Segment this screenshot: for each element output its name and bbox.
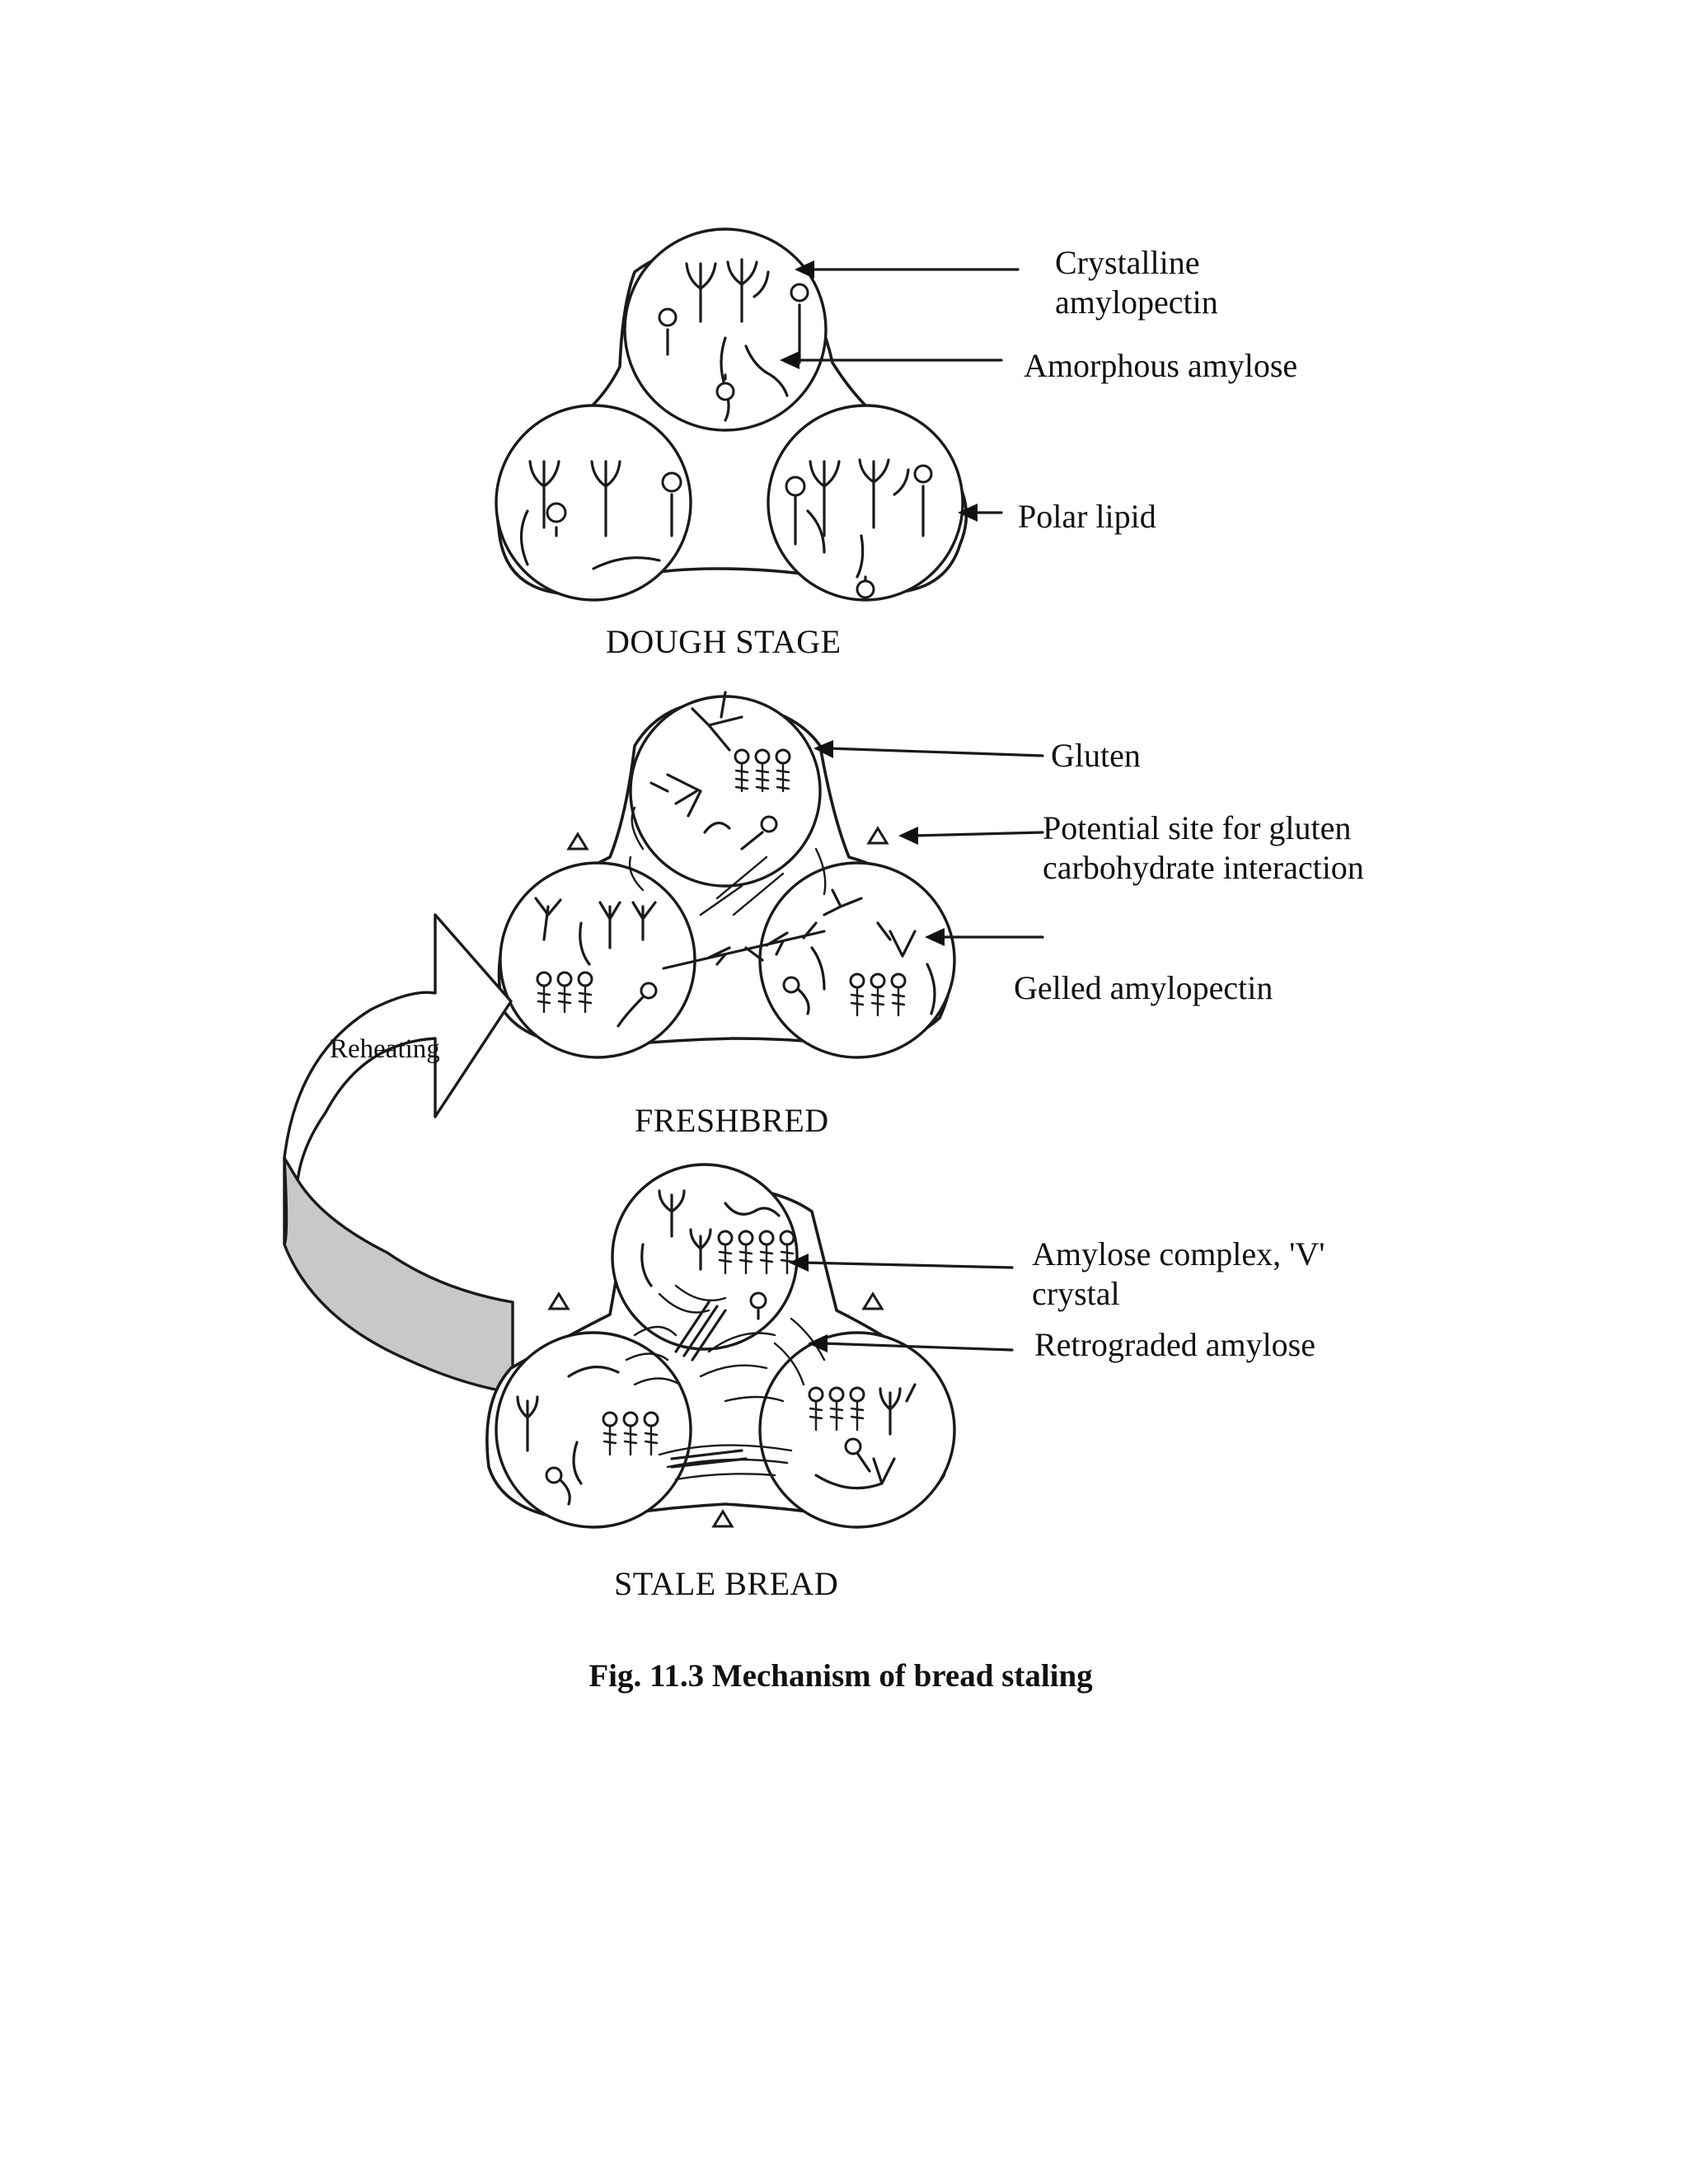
label-potential-site-line1: Potential site for gluten	[1043, 809, 1351, 846]
label-polar-lipid: Polar lipid	[1018, 498, 1156, 535]
lipid-complex-icon	[808, 1386, 865, 1432]
label-retrograded-amylose: Retrograded amylose	[1034, 1326, 1315, 1363]
stage-title-dough: DOUGH STAGE	[606, 623, 842, 660]
interaction-site-icon	[866, 826, 889, 845]
stale-bread-diagram	[485, 1163, 1014, 1529]
fresh-granule-left	[499, 861, 696, 1059]
gluten-network-icon	[628, 806, 827, 970]
interaction-site-icon	[861, 1291, 884, 1310]
fresh-bread-diagram	[497, 691, 1044, 1059]
fresh-granule-right	[758, 861, 956, 1059]
label-crystalline-line2: amylopectin	[1055, 284, 1218, 321]
stale-granule-left	[495, 1331, 692, 1529]
interaction-site-icon	[566, 832, 589, 851]
label-amylose-complex-line2: crystal	[1032, 1275, 1120, 1312]
stage-title-stale: STALE BREAD	[614, 1565, 838, 1602]
fresh-granule-top	[629, 695, 822, 888]
label-gelled-amylopectin: Gelled amylopectin	[1014, 969, 1273, 1006]
lipid-complex-icon	[849, 972, 907, 1017]
label-crystalline-line1: Crystalline	[1055, 244, 1200, 281]
stage-title-fresh: FRESHBRED	[635, 1102, 829, 1139]
label-potential-site-line2: carbohydrate interaction	[1043, 849, 1364, 886]
lipid-complex-icon	[536, 971, 593, 1014]
crystalline-amylopectin-icon	[685, 258, 770, 323]
dough-granule-right	[767, 404, 964, 602]
dough-stage-diagram	[495, 227, 1020, 602]
lipid-complex-icon	[734, 748, 791, 793]
dough-granule-left	[495, 404, 692, 602]
label-amylose-complex-line1: Amylose complex, 'V'	[1032, 1235, 1325, 1272]
label-reheating: Reheating	[330, 1034, 440, 1064]
lipid-complex-icon	[602, 1411, 659, 1456]
lipid-complex-icon	[717, 1230, 795, 1275]
stale-granule-top	[611, 1163, 799, 1351]
reheating-arrow-icon	[283, 913, 514, 1394]
figure-caption: Fig. 11.3 Mechanism of bread staling	[588, 1658, 1093, 1694]
label-gluten: Gluten	[1051, 737, 1141, 774]
interaction-site-icon	[711, 1509, 734, 1528]
label-amorphous-amylose: Amorphous amylose	[1024, 347, 1297, 384]
interaction-site-icon	[547, 1291, 570, 1310]
